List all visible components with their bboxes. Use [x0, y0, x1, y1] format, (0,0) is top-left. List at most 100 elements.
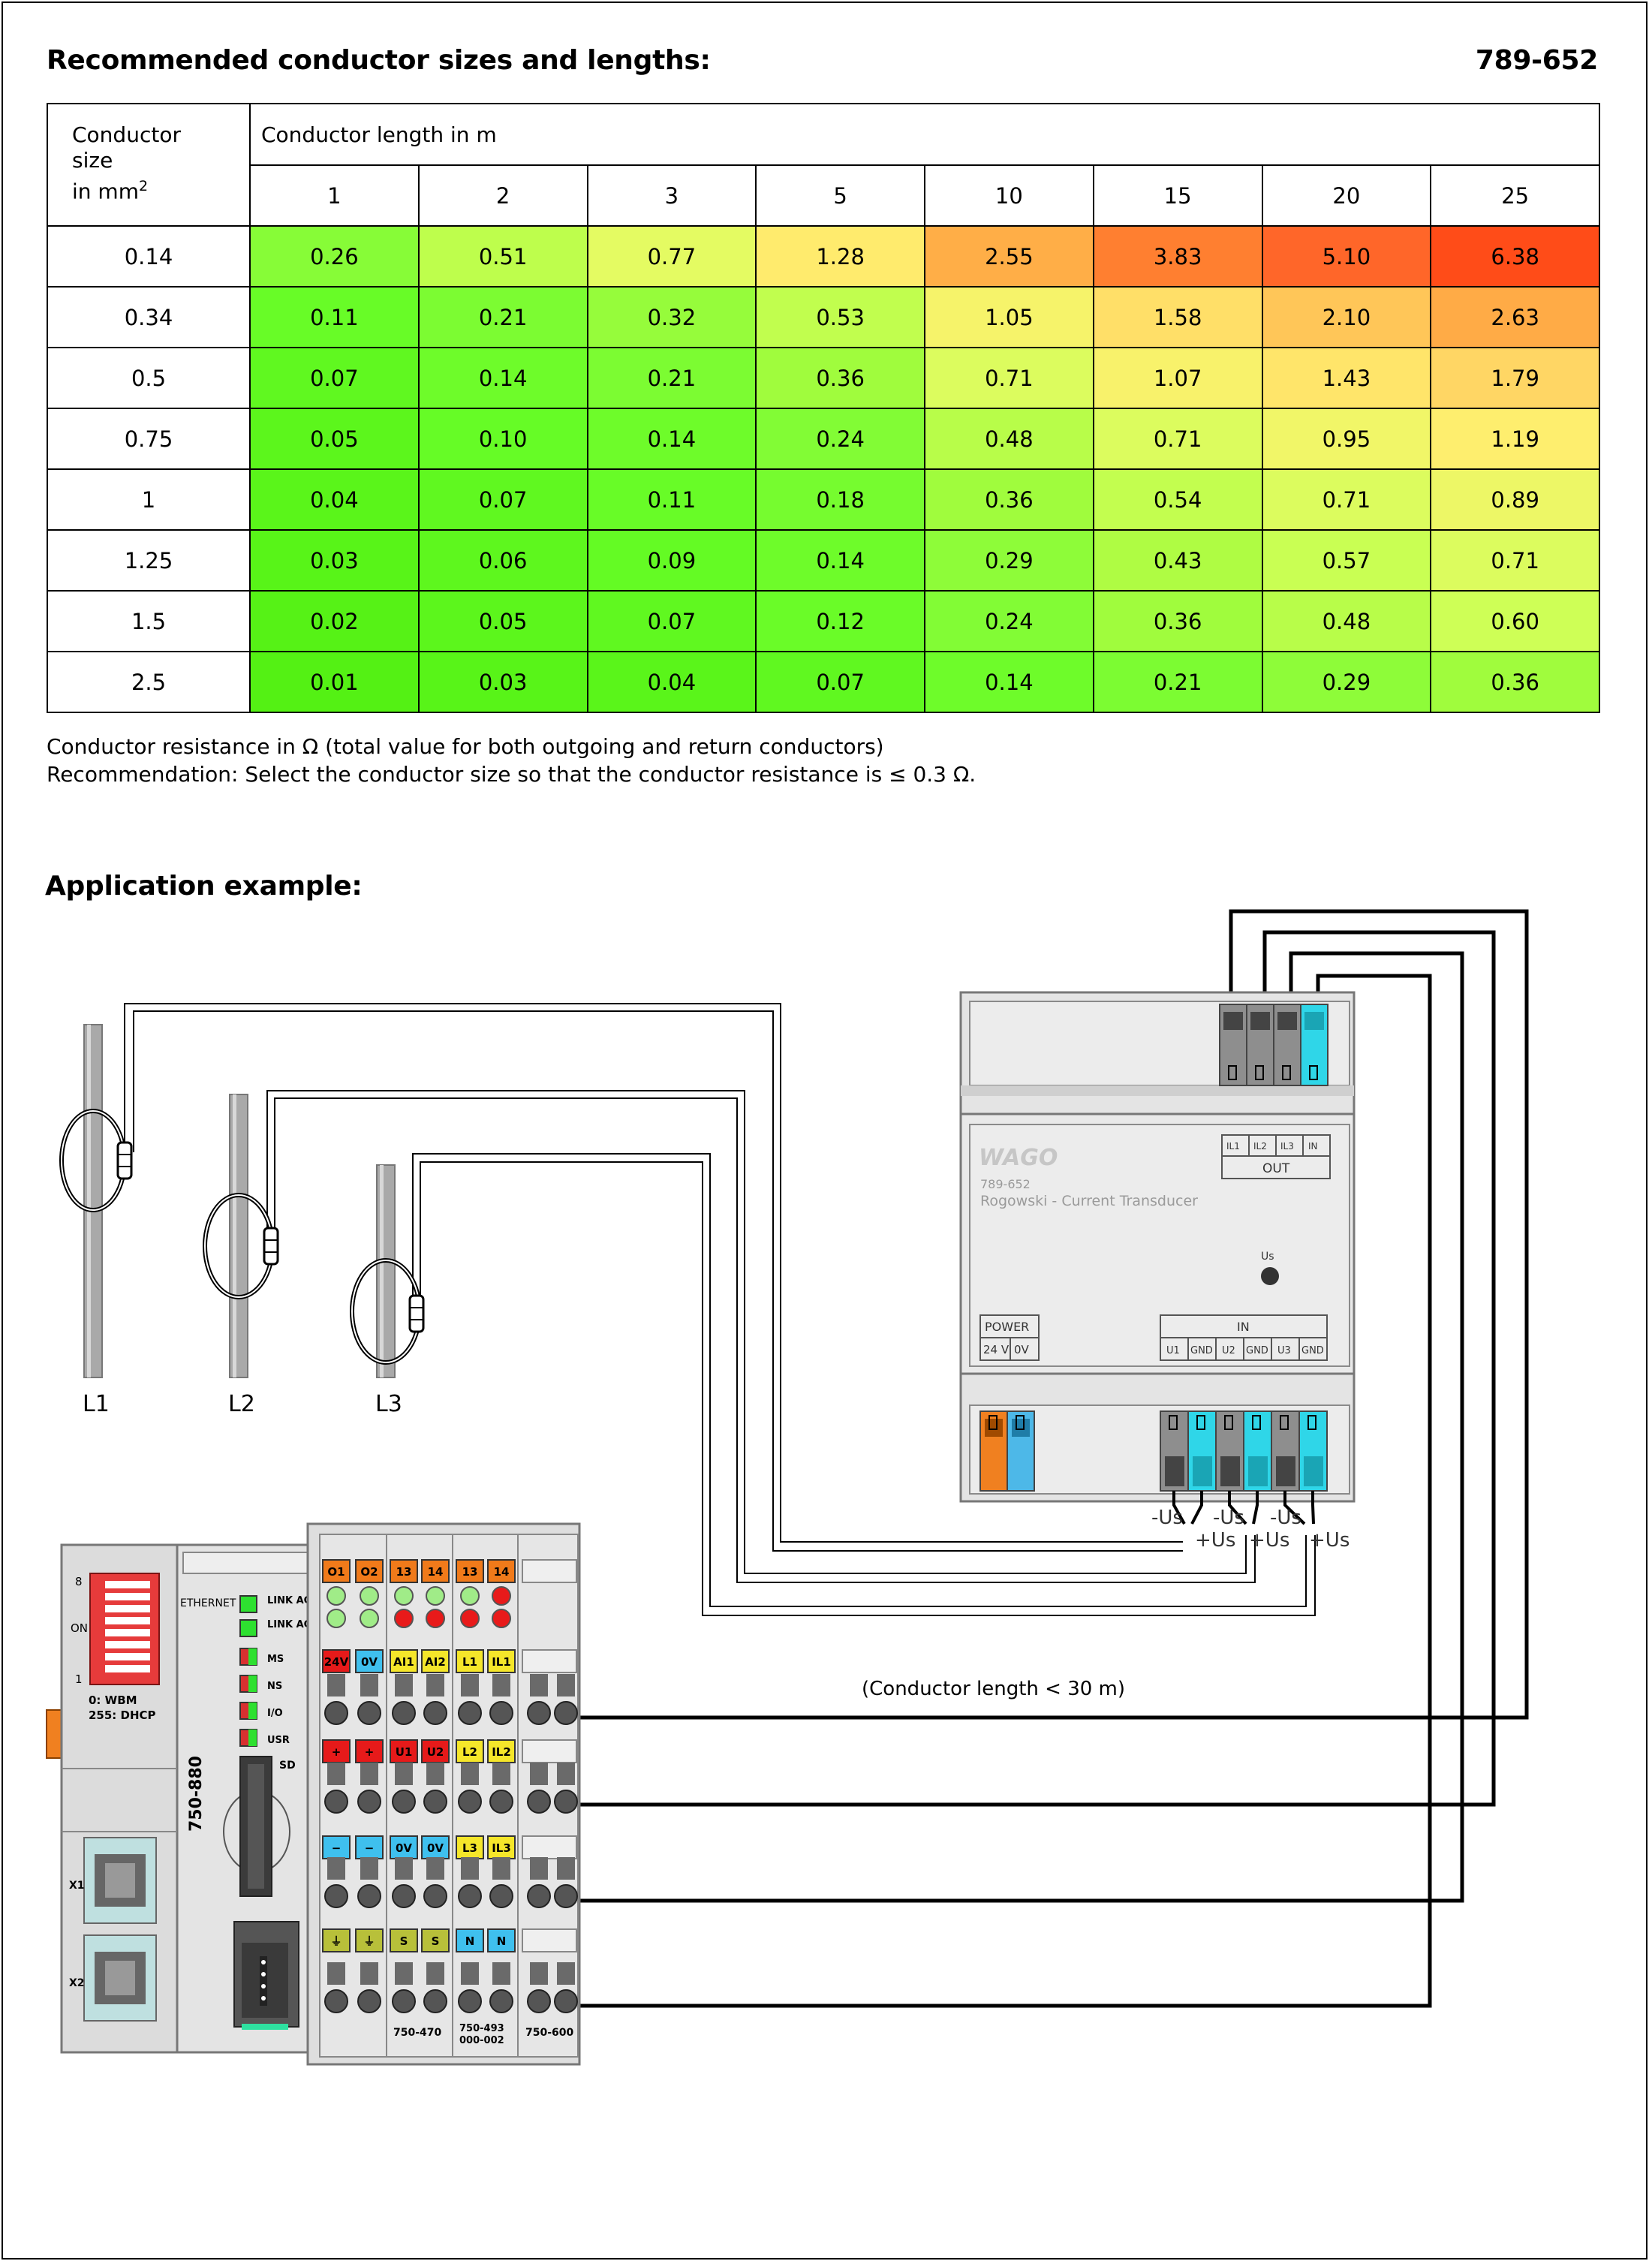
- conductor-length-note: (Conductor length < 30 m): [862, 1678, 1125, 1700]
- wire-clamp[interactable]: [527, 1701, 551, 1725]
- wire-clamp[interactable]: [423, 1989, 447, 2013]
- clamp-lever[interactable]: [557, 1857, 575, 1880]
- wire-clamp[interactable]: [357, 1701, 381, 1725]
- terminal-tag-label: 0V: [396, 1841, 412, 1855]
- status-led: [492, 1609, 511, 1628]
- wire-clamp[interactable]: [392, 1989, 416, 2013]
- service-port[interactable]: [233, 1921, 299, 2030]
- terminal-tag: [355, 1649, 384, 1673]
- terminal-tag: [355, 1559, 384, 1583]
- svg-text:U1: U1: [1166, 1345, 1180, 1356]
- clamp-lever[interactable]: [360, 1674, 378, 1696]
- clamp-lever[interactable]: [327, 1674, 345, 1696]
- clamp-lever[interactable]: [395, 1962, 413, 1985]
- resistance-cell: 0.36: [1430, 651, 1601, 713]
- wire-clamp[interactable]: [324, 1790, 348, 1814]
- clamp-lever[interactable]: [426, 1674, 444, 1696]
- terminal-tag-label: AI2: [425, 1655, 446, 1669]
- clamp-lever[interactable]: [530, 1674, 548, 1696]
- power-label-box: POWER 24 V 0V: [979, 1314, 1040, 1361]
- clamp-lever[interactable]: [461, 1857, 479, 1880]
- wire-clamp[interactable]: [423, 1701, 447, 1725]
- clamp-lever[interactable]: [395, 1857, 413, 1880]
- wire-clamp[interactable]: [527, 1989, 551, 2013]
- terminal-tag: [421, 1649, 450, 1673]
- clamp-lever[interactable]: [327, 1962, 345, 1985]
- terminal-tag-label: −: [332, 1841, 342, 1855]
- wire-clamp[interactable]: [392, 1790, 416, 1814]
- clamp-lever[interactable]: [492, 1962, 510, 1985]
- wire-clamp[interactable]: [489, 1790, 513, 1814]
- wire-clamp[interactable]: [554, 1701, 578, 1725]
- clamp-lever[interactable]: [557, 1962, 575, 1985]
- resistance-cell: 0.36: [1092, 590, 1263, 652]
- out-pin-labels: IL1 IL2 IL3 IN OUT: [1221, 1134, 1331, 1179]
- clamp-lever[interactable]: [557, 1674, 575, 1696]
- clamp-lever[interactable]: [557, 1763, 575, 1785]
- wire-clamp[interactable]: [554, 1884, 578, 1908]
- wire-clamp[interactable]: [392, 1884, 416, 1908]
- wire-clamp[interactable]: [357, 1790, 381, 1814]
- clamp-lever[interactable]: [426, 1763, 444, 1785]
- wire-clamp[interactable]: [392, 1701, 416, 1725]
- ethernet-port-x2[interactable]: [83, 1934, 157, 2022]
- clamp-lever[interactable]: [327, 1857, 345, 1880]
- resistance-cell: 0.24: [924, 590, 1094, 652]
- wire-clamp[interactable]: [554, 1790, 578, 1814]
- wire-clamp[interactable]: [357, 1989, 381, 2013]
- sensor-leads: [1172, 1491, 1315, 1525]
- wire-clamp[interactable]: [324, 1701, 348, 1725]
- wire-clamp[interactable]: [527, 1884, 551, 1908]
- wire-clamp[interactable]: [458, 1884, 482, 1908]
- wire-clamp[interactable]: [458, 1989, 482, 2013]
- wire-clamp[interactable]: [554, 1989, 578, 2013]
- wire-clamp[interactable]: [489, 1701, 513, 1725]
- clamp-lever[interactable]: [530, 1763, 548, 1785]
- resistance-cell: 0.18: [755, 468, 925, 531]
- svg-text:IN: IN: [1237, 1320, 1250, 1334]
- clamp-lever[interactable]: [492, 1857, 510, 1880]
- clamp-lever[interactable]: [327, 1763, 345, 1785]
- ethernet-port-x1[interactable]: [83, 1837, 157, 1924]
- conductor-size-cell: 0.5: [47, 347, 251, 409]
- in-label-box: IN U1 GND U2 GND U3 GND: [1160, 1314, 1328, 1361]
- wire-clamp[interactable]: [423, 1790, 447, 1814]
- resistance-cell: 0.14: [417, 347, 588, 409]
- clamp-lever[interactable]: [360, 1962, 378, 1985]
- transducer-model: 789-652: [980, 1177, 1031, 1191]
- clamp-lever[interactable]: [426, 1962, 444, 1985]
- clamp-lever[interactable]: [461, 1674, 479, 1696]
- terminal-tag-label: IL2: [492, 1745, 511, 1759]
- wire-clamp[interactable]: [357, 1884, 381, 1908]
- terminal-tag-label: −: [365, 1841, 375, 1855]
- wire-clamp[interactable]: [458, 1701, 482, 1725]
- wire-clamp[interactable]: [423, 1884, 447, 1908]
- wire-clamp[interactable]: [324, 1989, 348, 2013]
- clamp-lever[interactable]: [395, 1674, 413, 1696]
- resistance-cell: 0.29: [1261, 651, 1432, 713]
- wire-clamp[interactable]: [489, 1884, 513, 1908]
- resistance-cell: 1.58: [1092, 286, 1263, 348]
- wire-clamp[interactable]: [489, 1989, 513, 2013]
- clamp-lever[interactable]: [426, 1857, 444, 1880]
- module-id-750-470: 750-470: [393, 2027, 442, 2039]
- clamp-lever[interactable]: [461, 1962, 479, 1985]
- clamp-lever[interactable]: [530, 1962, 548, 1985]
- clamp-lever[interactable]: [461, 1763, 479, 1785]
- clamp-lever[interactable]: [395, 1763, 413, 1785]
- resistance-cell: 1.07: [1092, 347, 1263, 409]
- wire-clamp[interactable]: [324, 1884, 348, 1908]
- wire-clamp[interactable]: [458, 1790, 482, 1814]
- wire-clamp[interactable]: [527, 1790, 551, 1814]
- resistance-cell: 0.54: [1092, 468, 1263, 531]
- clamp-lever[interactable]: [492, 1763, 510, 1785]
- clamp-lever[interactable]: [360, 1763, 378, 1785]
- clamp-lever[interactable]: [360, 1857, 378, 1880]
- clamp-lever[interactable]: [492, 1674, 510, 1696]
- svg-text:IN: IN: [1308, 1141, 1318, 1152]
- dip-switch[interactable]: [89, 1573, 160, 1685]
- clamp-lever[interactable]: [530, 1857, 548, 1880]
- length-col-header: 15: [1092, 164, 1263, 227]
